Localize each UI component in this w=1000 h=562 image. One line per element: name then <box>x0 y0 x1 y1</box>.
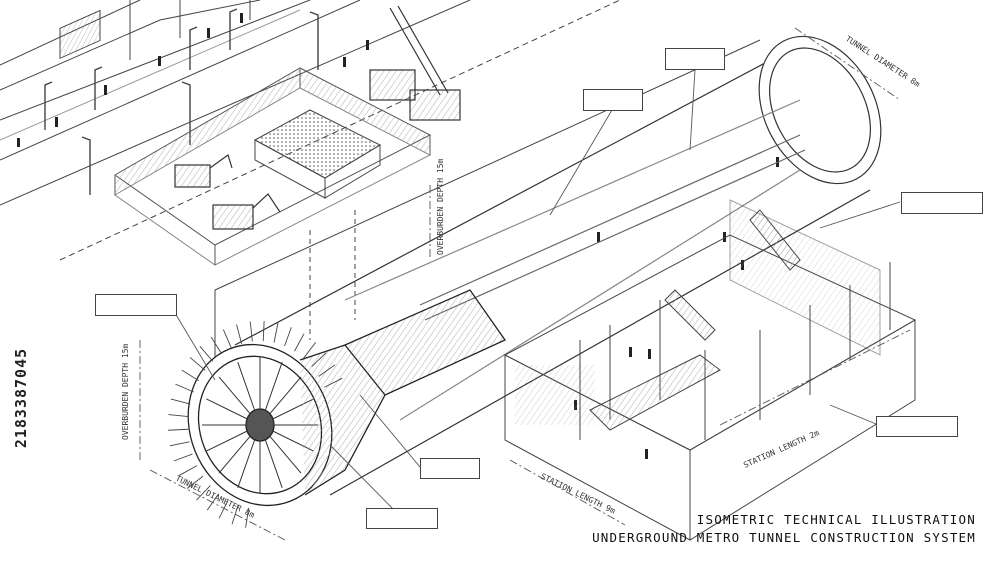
cutter-spoke <box>264 439 283 488</box>
callout-box-tunnel-end <box>665 48 725 70</box>
cutter-tooth <box>284 327 292 347</box>
crane <box>369 5 461 121</box>
cutter-tooth <box>218 500 229 519</box>
caption-line-1: ISOMETRIC TECHNICAL ILLUSTRATION <box>696 512 976 527</box>
cutter-tooth <box>175 383 194 393</box>
access-shaft <box>253 109 382 340</box>
street-buildings <box>0 0 261 91</box>
callout-box-station-upper <box>901 192 983 214</box>
cutter-tooth <box>199 346 214 362</box>
cutter-tooth <box>179 465 198 476</box>
cutter-spoke <box>206 430 248 452</box>
cutter-tooth <box>222 329 232 349</box>
callout-box-tbm-bottom <box>366 508 438 529</box>
callout-box-station-lower <box>876 416 958 437</box>
cutter-tooth <box>262 321 265 342</box>
caption-line-2: UNDERGROUND METRO TUNNEL CONSTRUCTION SY… <box>592 530 976 545</box>
cutter-tooth <box>206 493 220 511</box>
stock-id-vertical: 2183387045 <box>12 347 30 449</box>
cutter-spoke <box>269 376 302 415</box>
street-level <box>0 0 761 420</box>
construction-fence <box>114 67 432 266</box>
cutter-tooth <box>173 453 193 462</box>
cutter-tooth <box>168 428 189 431</box>
callout-box-cutter <box>95 294 177 316</box>
street-lamps <box>44 8 319 195</box>
cutter-tooth <box>273 322 279 343</box>
metro-station <box>503 199 917 541</box>
station-length-long-label: STATION LENGTH 2m <box>742 428 821 470</box>
cutter-tooth <box>210 336 223 355</box>
overburden-depth-left-label: OVERBURDEN DEPTH 15m <box>121 343 130 440</box>
cutter-spoke <box>269 435 302 474</box>
callout-box-tunnel-segment <box>583 89 643 111</box>
cutter-spokes <box>202 357 318 493</box>
cutter-tooth <box>294 333 305 352</box>
cutter-spoke <box>237 362 256 411</box>
cutter-tooth <box>170 398 191 405</box>
leader-lines <box>174 69 901 517</box>
cutter-tooth <box>324 377 343 388</box>
cutter-tooth <box>245 507 250 528</box>
cutter-tooth <box>168 414 189 417</box>
cutter-spoke <box>218 376 251 415</box>
cutter-tooth <box>249 321 253 342</box>
cutter-tooth <box>181 369 200 382</box>
cutter-tooth <box>311 352 327 367</box>
dimension-lines <box>139 27 911 541</box>
cutter-tooth <box>196 485 211 501</box>
cutter-tooth <box>236 324 243 344</box>
cutter-head <box>187 289 506 507</box>
overburden-depth-top-label: OVERBURDEN DEPTH 15m <box>436 158 445 255</box>
cutter-tooth <box>169 441 190 447</box>
cutter-spoke <box>218 435 251 474</box>
cutter-tooth <box>186 475 204 489</box>
excavators <box>174 154 281 230</box>
cutter-tooth <box>189 357 206 371</box>
cutter-spoke <box>264 362 283 411</box>
cutter-tooth <box>303 341 317 359</box>
cutter-tooth <box>318 364 336 377</box>
cutter-spoke <box>237 439 256 488</box>
cutter-spoke <box>206 398 248 420</box>
cutter-teeth <box>168 321 343 528</box>
callout-box-tbm-middle <box>420 458 480 479</box>
